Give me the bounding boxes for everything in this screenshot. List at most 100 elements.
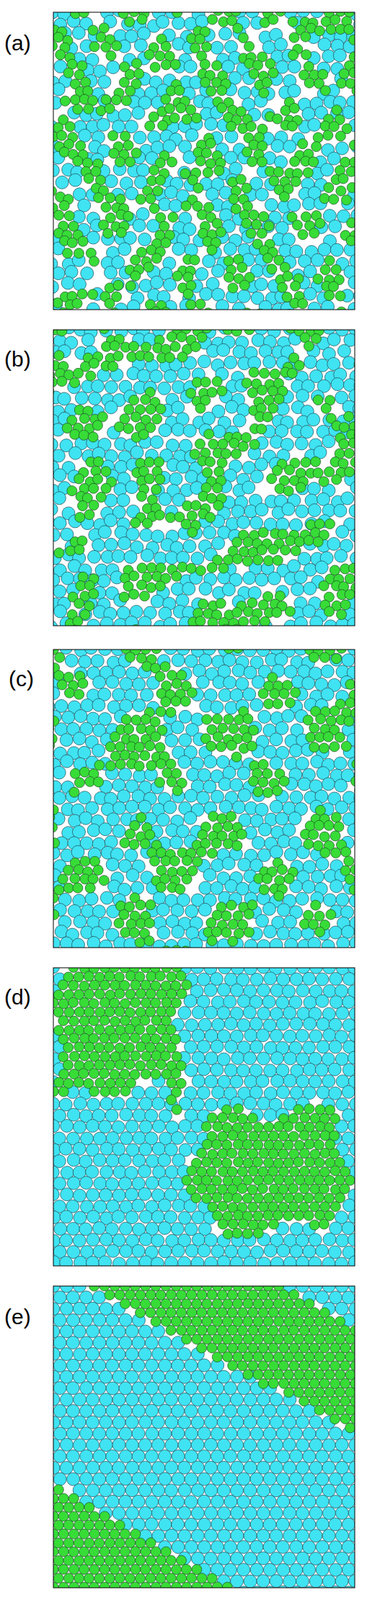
small-particle: [320, 265, 331, 276]
large-particle: [53, 503, 58, 517]
small-particle: [130, 255, 141, 266]
large-particle: [140, 689, 154, 703]
small-particle: [287, 121, 298, 132]
small-particle: [341, 195, 352, 206]
large-particle: [342, 105, 355, 119]
small-particle: [152, 186, 163, 197]
large-particle: [255, 503, 269, 517]
small-particle: [120, 131, 131, 142]
large-particle: [117, 790, 131, 804]
small-particle: [289, 32, 300, 43]
large-particle: [237, 289, 251, 303]
large-particle: [321, 300, 335, 311]
small-particle: [204, 457, 215, 468]
large-particle: [224, 400, 238, 414]
small-particle: [108, 148, 119, 159]
small-particle: [241, 218, 252, 229]
large-particle: [222, 858, 236, 871]
small-particle: [77, 536, 88, 547]
panel-ground: [53, 330, 355, 627]
small-particle: [271, 608, 282, 619]
small-particle: [55, 49, 66, 60]
small-particle: [256, 228, 267, 239]
large-particle: [237, 767, 251, 781]
small-particle: [202, 167, 213, 179]
large-particle: [281, 710, 295, 724]
small-particle: [248, 367, 259, 378]
small-particle: [244, 41, 255, 52]
small-particle: [164, 353, 175, 364]
large-particle: [350, 552, 355, 566]
small-particle: [325, 519, 336, 530]
large-particle: [224, 881, 238, 895]
large-particle: [53, 492, 66, 506]
small-particle: [243, 607, 254, 618]
large-particle: [267, 572, 281, 586]
small-particle: [191, 501, 202, 512]
large-particle: [334, 780, 348, 794]
small-particle: [218, 563, 229, 574]
large-particle: [302, 677, 316, 691]
large-particle: [242, 688, 256, 702]
small-particle: [283, 486, 294, 497]
large-particle: [307, 504, 321, 518]
large-particle: [53, 529, 60, 543]
large-particle: [302, 605, 316, 619]
small-particle: [230, 204, 241, 215]
large-particle: [126, 870, 140, 884]
large-particle: [61, 276, 75, 290]
large-particle: [104, 175, 118, 189]
small-particle: [310, 333, 321, 344]
large-particle: [255, 188, 269, 202]
small-particle: [312, 132, 324, 143]
small-particle: [348, 67, 355, 78]
small-particle: [189, 449, 200, 461]
large-particle: [178, 710, 192, 724]
large-particle: [237, 86, 251, 100]
large-particle: [170, 837, 184, 851]
small-particle: [217, 458, 228, 469]
small-particle: [295, 483, 306, 494]
large-particle: [321, 778, 335, 792]
large-particle: [53, 469, 67, 483]
large-particle: [348, 276, 355, 290]
large-particle: [138, 232, 152, 246]
small-particle: [290, 546, 301, 557]
large-particle: [184, 790, 198, 804]
small-particle: [302, 167, 313, 179]
small-particle: [262, 412, 273, 423]
small-particle: [248, 68, 259, 79]
large-particle: [310, 617, 324, 627]
large-particle: [195, 15, 209, 29]
small-particle: [292, 220, 303, 231]
large-particle: [242, 650, 256, 658]
large-particle: [348, 505, 355, 519]
large-particle: [98, 713, 112, 727]
large-particle: [157, 382, 171, 396]
large-particle: [224, 702, 238, 716]
small-particle: [215, 599, 226, 610]
small-particle: [124, 157, 135, 168]
large-particle: [126, 300, 140, 311]
large-particle: [295, 893, 309, 907]
small-particle: [207, 14, 218, 25]
large-particle: [287, 84, 301, 98]
large-particle: [139, 529, 153, 543]
small-particle: [170, 341, 181, 352]
large-particle: [197, 355, 211, 369]
small-particle: [294, 537, 305, 548]
small-particle: [56, 130, 68, 141]
small-particle: [300, 31, 311, 42]
large-particle: [232, 346, 246, 360]
small-particle: [297, 230, 308, 241]
small-particle: [191, 113, 202, 124]
small-particle: [159, 221, 170, 232]
large-particle: [203, 527, 217, 541]
large-particle: [250, 699, 264, 713]
large-particle: [53, 621, 58, 627]
large-particle: [287, 60, 301, 74]
large-particle: [171, 654, 185, 668]
small-particle: [88, 256, 99, 267]
small-particle: [279, 262, 290, 273]
small-particle: [69, 429, 81, 440]
